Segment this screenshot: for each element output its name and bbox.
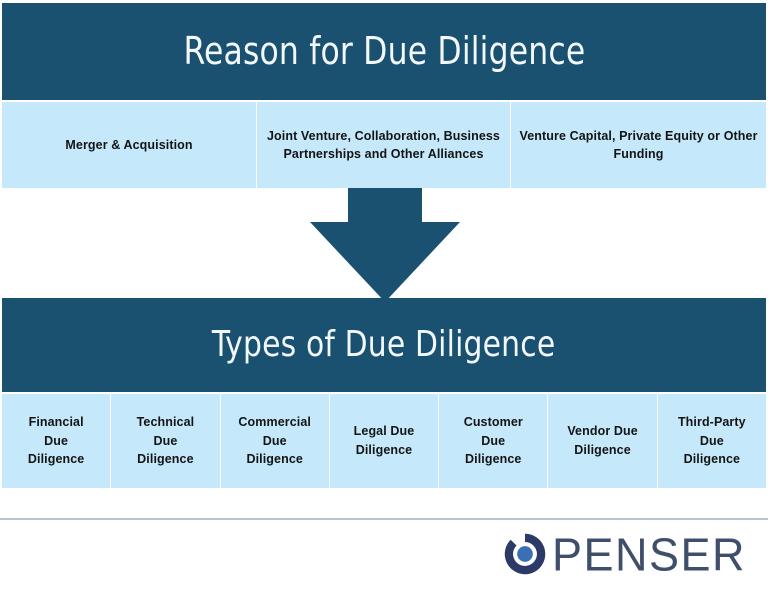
brand-logo: PENSER [502,530,746,578]
types-card-label: Customer Due Diligence [463,414,523,467]
reason-card-merger-acquisition: Merger & Acquisition [2,102,257,188]
reason-card-label: Venture Capital, Private Equity or Other… [519,128,758,161]
types-card-financial: Financial Due Diligence [2,394,112,488]
footer-divider [0,518,768,520]
types-card-label: Financial Due Diligence [27,414,85,467]
reason-banner: Reason for Due Diligence [2,3,766,100]
reason-card-row: Merger & Acquisition Joint Venture, Coll… [2,102,766,188]
reason-card-venture-capital: Venture Capital, Private Equity or Other… [511,102,766,188]
penser-circle-logo-icon [504,533,546,575]
types-card-label: Third-Party Due Diligence [677,414,746,467]
down-arrow-icon [310,188,460,302]
types-card-commercial: Commercial Due Diligence [220,394,330,488]
reason-card-label: Joint Venture, Collaboration, Business P… [266,128,500,161]
types-banner-title: Types of Due Diligence [212,324,556,366]
brand-wordmark: PENSER [551,527,746,581]
types-card-customer: Customer Due Diligence [439,394,549,488]
types-card-row: Financial Due Diligence Technical Due Di… [2,394,766,488]
types-card-label: Legal Due Diligence [353,424,415,457]
types-banner: Types of Due Diligence [2,298,766,392]
reason-card-joint-venture: Joint Venture, Collaboration, Business P… [257,102,511,188]
reason-card-label: Merger & Acquisition [65,137,193,152]
types-card-vendor: Vendor Due Diligence [548,394,658,488]
types-card-label: Commercial Due Diligence [238,414,311,467]
reason-banner-title: Reason for Due Diligence [183,28,585,73]
types-card-technical: Technical Due Diligence [111,394,221,488]
types-card-legal: Legal Due Diligence [329,394,440,488]
types-card-label: Technical Due Diligence [136,414,195,467]
types-card-label: Vendor Due Diligence [567,424,638,457]
types-card-third-party: Third-Party Due Diligence [657,394,766,488]
